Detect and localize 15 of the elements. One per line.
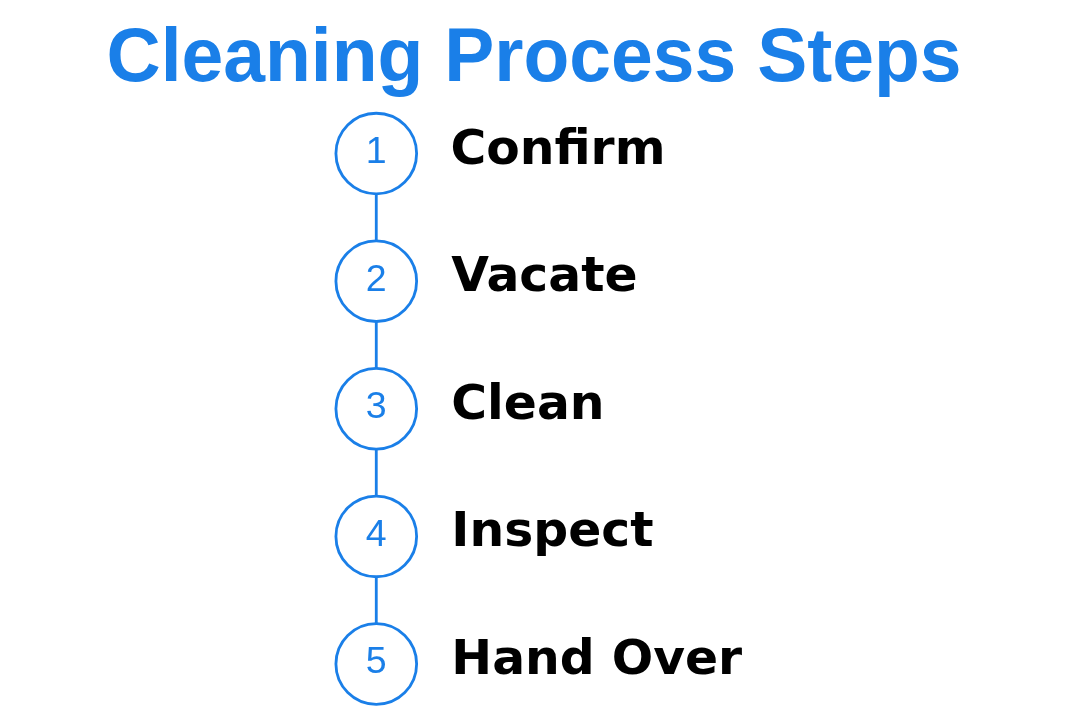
node-label: Clean (451, 373, 605, 431)
node-circle: 1 (334, 111, 419, 196)
connector (374, 321, 378, 368)
diagram-title: Cleaning Process Steps (106, 13, 962, 98)
node-circle: 5 (334, 622, 419, 706)
node-circle: 2 (334, 239, 419, 323)
node-label: Hand Over (451, 628, 743, 686)
connector (374, 193, 378, 241)
node-label: Confirm (450, 118, 666, 176)
connector (374, 449, 378, 496)
connector (374, 576, 378, 624)
node-label: Vacate (451, 246, 638, 304)
node-circle: 4 (334, 494, 419, 579)
node-circle: 3 (334, 367, 419, 451)
node-label: Inspect (451, 501, 654, 559)
